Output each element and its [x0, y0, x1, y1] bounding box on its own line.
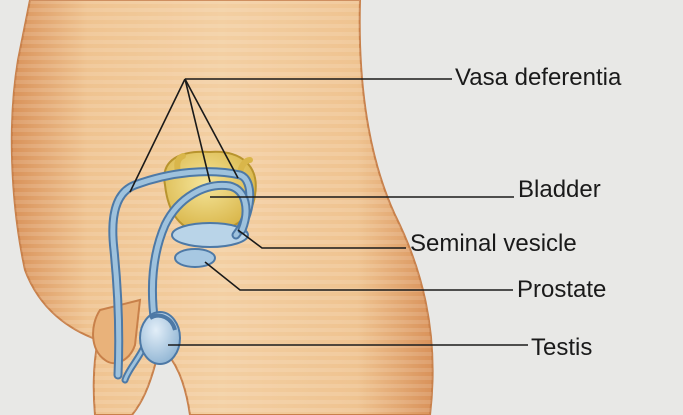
label-seminal-vesicle: Seminal vesicle: [410, 232, 577, 256]
label-bladder: Bladder: [518, 178, 601, 202]
label-vasa-deferentia: Vasa deferentia: [455, 66, 621, 90]
testis-shape: [140, 312, 180, 364]
label-prostate: Prostate: [517, 278, 606, 302]
label-testis: Testis: [531, 336, 592, 360]
